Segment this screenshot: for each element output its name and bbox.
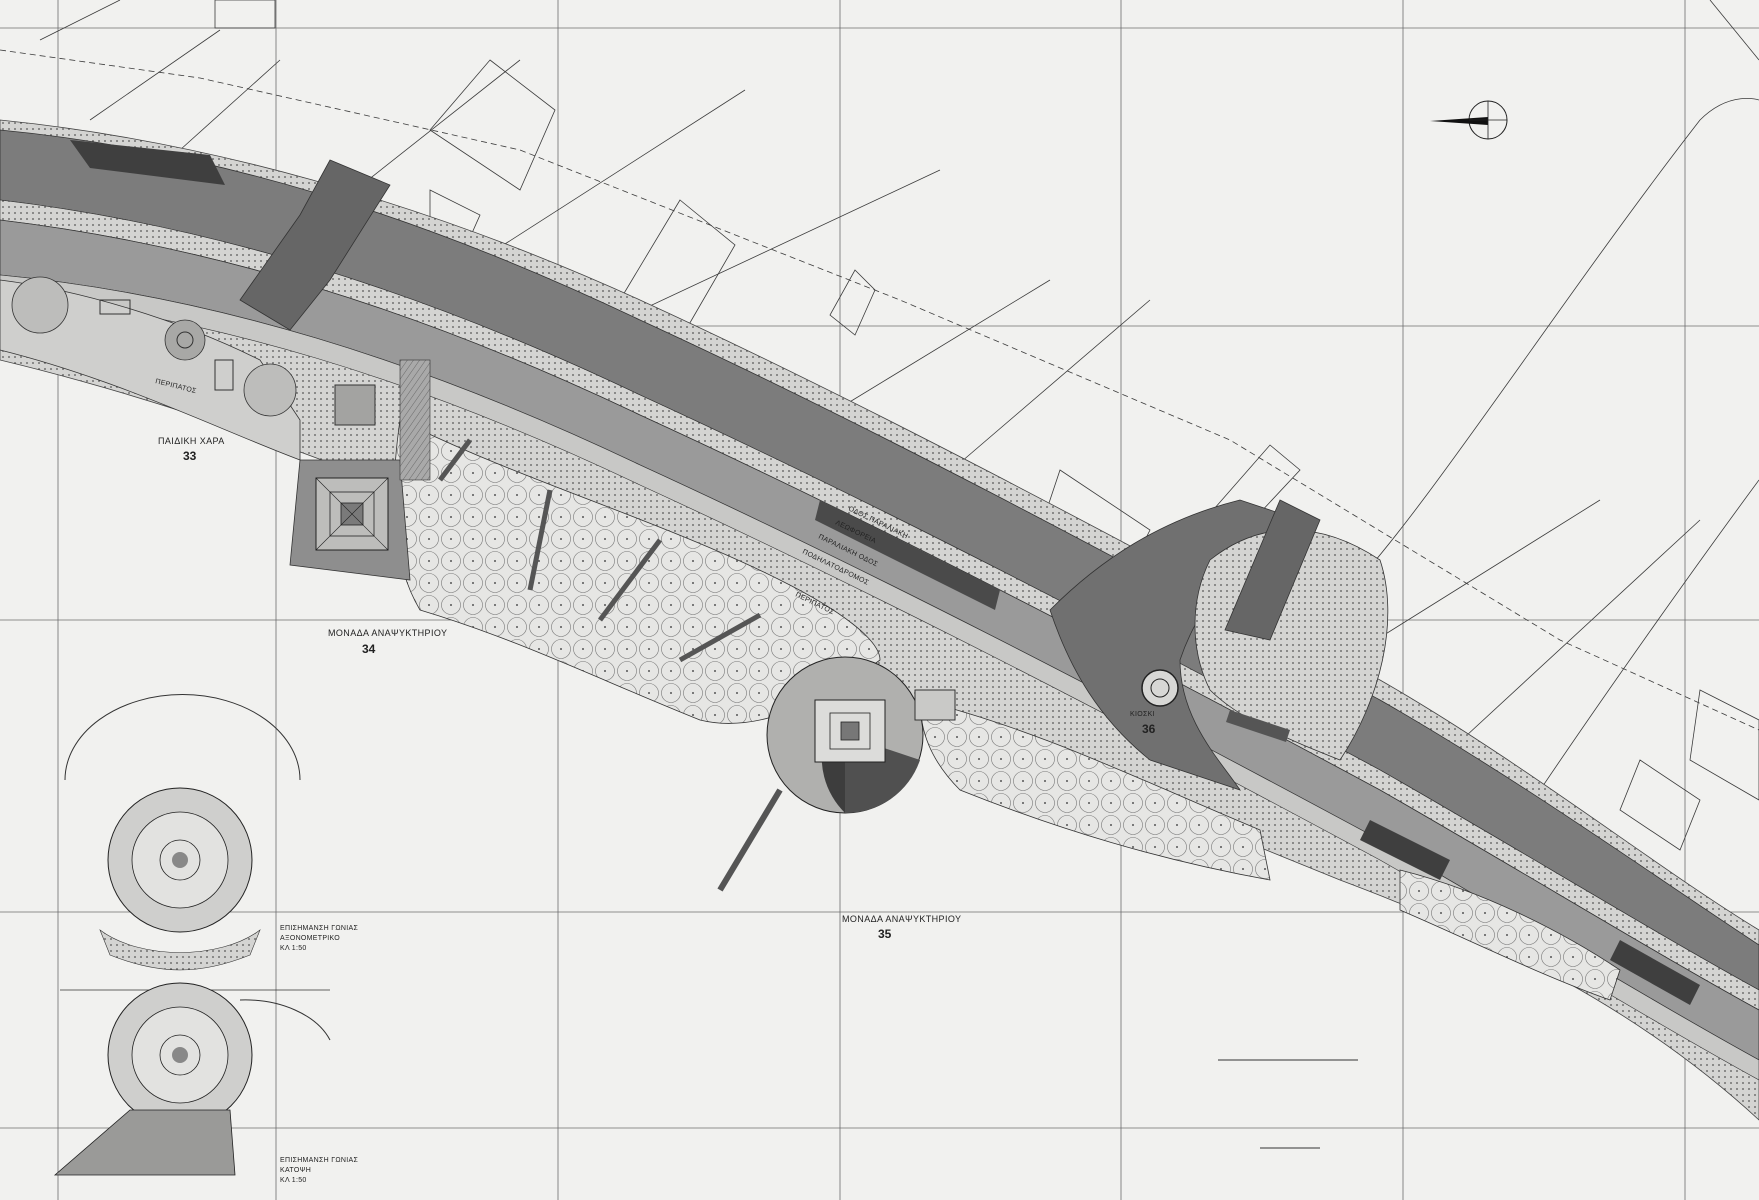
label-unit-33-number: 33 [183,449,197,463]
detail-2-scale: ΚΛ 1:50 [280,1177,307,1184]
parking-bay [70,140,225,185]
pavilion-34 [289,359,431,581]
tree-grove-east [919,699,1271,881]
detail-1-scale: ΚΛ 1:50 [280,945,307,952]
detail-1-subtitle: ΑΞΟΝΟΜΕΤΡΙΚΟ [280,935,340,942]
kiosk-bench [1226,710,1290,742]
cross-street-east [1224,499,1321,641]
label-unit-34-name: ΜΟΝΑΔΑ ΑΝΑΨΥΚΤΗΡΙΟΥ [328,628,447,638]
label-unit-34-number: 34 [362,642,376,656]
label-unit-35-name: ΜΟΝΑΔΑ ΑΝΑΨΥΚΤΗΡΙΟΥ [842,914,961,924]
cycle-lane [0,274,1759,1081]
north-arrow-icon [1430,100,1508,140]
playground-33 [0,276,301,461]
label-unit-36-number: 36 [1142,722,1156,736]
boulevard [0,119,1759,1121]
pier [717,788,783,892]
corner-detail-axonometric [64,694,301,971]
detail-1-title: ΕΠΙΣΗΜΑΝΣΗ ΓΩΝΙΑΣ [280,925,358,932]
parking-bay [815,500,1000,610]
label-unit-33-name: ΠΑΙΔΙΚΗ ΧΑΡΑ [158,436,225,446]
label-unit-36-name: ΚΙΟΣΚΙ [1130,711,1155,718]
parking-bay [1360,820,1450,880]
roundabout-circle [1141,669,1179,707]
corner-detail-plan [53,982,331,1176]
cross-street-west [239,159,391,331]
detail-2-subtitle: ΚΑΤΟΨΗ [280,1167,311,1174]
tree-grove-far-east [1399,869,1621,1001]
seafront-park [393,419,1621,1001]
parking-bay [1610,940,1700,1005]
label-unit-35-number: 35 [878,927,892,941]
detail-2-title: ΕΠΙΣΗΜΑΝΣΗ ΓΩΝΙΑΣ [280,1157,358,1164]
pavilion-35 [717,656,956,892]
